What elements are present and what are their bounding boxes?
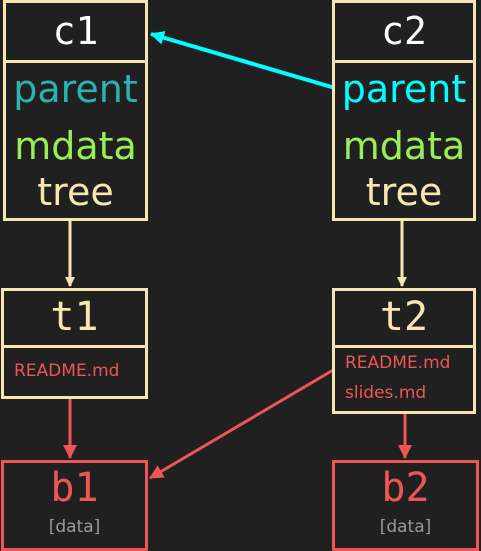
tree-id-t2: t2 [379,294,429,340]
commit-id-c2: c2 [381,9,427,53]
tree-divider-t1 [4,345,145,348]
commit-divider-c1 [6,60,145,63]
field-mdata-c1: mdata [14,124,137,168]
edge-c2-parent-c1 [150,30,336,90]
tree-entry-readme-t2: README.md [345,353,451,373]
field-tree-c2: tree [365,170,443,214]
field-parent-c1: parent [13,67,138,111]
tree-divider-t2 [335,345,473,348]
blob-data-b2: [data] [379,517,432,537]
blob-id-b2: b2 [381,465,430,511]
commit-id-c1: c1 [52,9,99,53]
commit-node-c1: c1 parent mdata tree [3,0,148,221]
tree-node-t2: t2 README.md slides.md [332,288,476,414]
tree-entry-readme-t1: README.md [14,361,120,381]
blob-id-b1: b1 [50,465,99,511]
field-tree-c1: tree [37,170,114,214]
tree-id-t1: t1 [50,294,99,340]
tree-node-t1: t1 README.md [1,288,148,399]
field-mdata-c2: mdata [342,124,466,168]
commit-divider-c2 [335,60,473,63]
tree-entry-slides-t2: slides.md [345,383,427,403]
commit-node-c2: c2 parent mdata tree [332,0,476,221]
field-parent-c2: parent [341,67,467,111]
edge-t2-readme-b1 [149,364,341,480]
blob-node-b1: b1 [data] [1,460,148,551]
blob-node-b2: b2 [data] [332,460,479,551]
blob-data-b1: [data] [48,517,101,537]
